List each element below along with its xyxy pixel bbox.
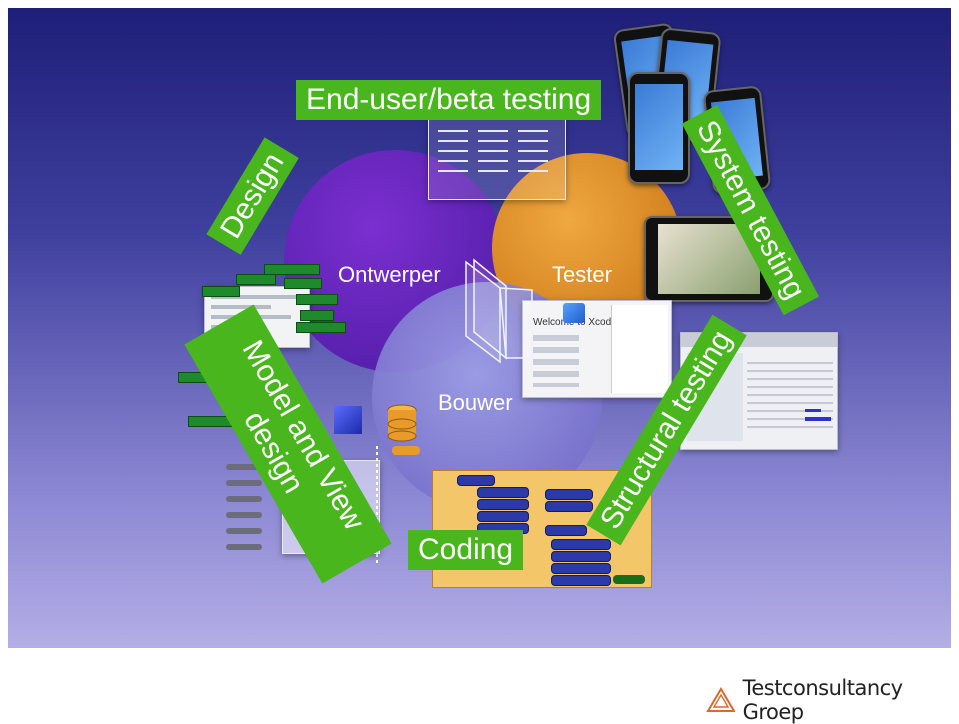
coding-tag: Coding [408, 530, 524, 570]
outlet-box [236, 274, 276, 285]
pages-icon [465, 258, 533, 364]
outlet-box [284, 278, 322, 289]
outlet-box [264, 264, 320, 275]
triangle-logo-icon [706, 687, 735, 712]
outlet-box [296, 322, 346, 333]
model-cube-icon [334, 406, 362, 434]
ontwerper-label: Ontwerper [338, 262, 441, 287]
iphone-image-3 [628, 72, 690, 184]
xcode-icon [563, 303, 585, 323]
outlet-box [300, 310, 334, 321]
attribute-pill [226, 496, 262, 502]
outlet-box [296, 294, 338, 305]
attribute-pill [226, 528, 262, 534]
bouwer-label: Bouwer [438, 390, 513, 415]
tester-label: Tester [552, 262, 612, 287]
attribute-pill [226, 464, 262, 470]
company-logo: Testconsultancy Groep [706, 676, 959, 724]
outlet-box [202, 286, 240, 297]
attribute-pill [226, 544, 262, 550]
slide: Welcome to Xcode [8, 8, 951, 648]
database-icon [387, 404, 417, 442]
attribute-pill [226, 512, 262, 518]
attribute-pill [226, 480, 262, 486]
company-name: Testconsultancy Groep [742, 676, 904, 724]
end-user-beta-testing-tag: End-user/beta testing [296, 80, 602, 120]
design-tag: Design [206, 137, 300, 255]
spec-lines [438, 130, 548, 172]
xcode-welcome-window: Welcome to Xcode [522, 300, 672, 398]
outlet-box [188, 416, 232, 427]
model-badge [392, 446, 420, 455]
